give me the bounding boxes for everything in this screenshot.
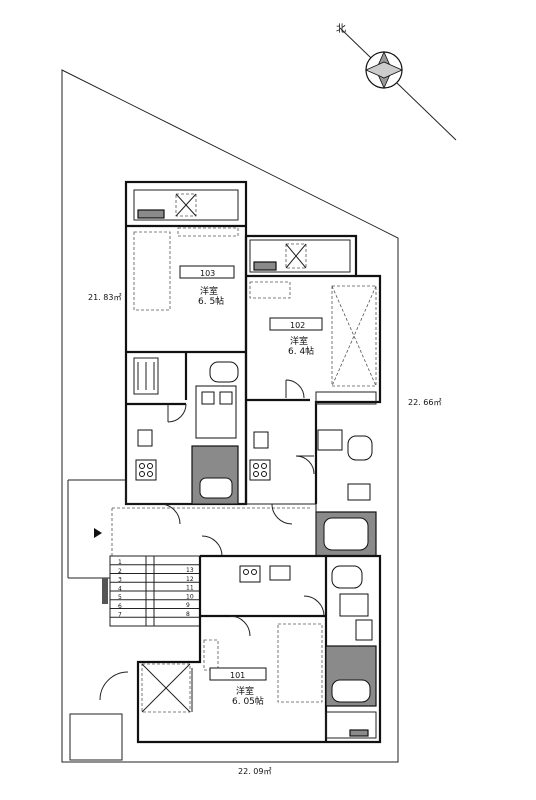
- room-103-number: 103: [200, 269, 215, 278]
- room-102-size: 6. 4帖: [288, 345, 314, 357]
- unit-102: [244, 234, 382, 557]
- site-boundary: [61, 69, 399, 763]
- room-101-labels: 101 洋室 6. 05帖: [209, 667, 267, 707]
- room-101-size: 6. 05帖: [232, 695, 264, 707]
- room-101-type: 洋室: [236, 685, 254, 697]
- unit-101: [69, 554, 382, 761]
- stair-step-number: 13: [186, 567, 194, 574]
- stair-step-number: 6: [118, 603, 122, 610]
- stair-step-number: 9: [186, 602, 190, 609]
- stair-step-number: 3: [118, 577, 122, 584]
- room-101-number: 101: [230, 671, 245, 680]
- north-label: 北: [336, 23, 346, 35]
- stair-step-number: 12: [186, 576, 194, 583]
- room-102-labels: 102 洋室 6. 4帖: [269, 317, 323, 357]
- room-103-type: 洋室: [200, 285, 218, 297]
- unit-103: [124, 180, 248, 506]
- stair-step-number: 1: [118, 559, 122, 566]
- area-bottom-label: 22. 09㎡: [238, 767, 271, 776]
- room-102-number: 102: [290, 321, 305, 330]
- area-left-label: 21. 83㎡: [88, 293, 121, 302]
- room-103-size: 6. 5帖: [198, 295, 224, 307]
- stair-step-number: 2: [118, 568, 122, 575]
- stair-step-number: 5: [118, 594, 122, 601]
- stair-step-number: 4: [118, 585, 122, 592]
- room-103-labels: 103 洋室 6. 5帖: [179, 265, 235, 307]
- north-arrow: 北: [336, 23, 457, 141]
- room-102-type: 洋室: [290, 335, 308, 347]
- stair-step-number: 8: [186, 611, 190, 618]
- stair-step-number: 7: [118, 612, 122, 619]
- area-right-label: 22. 66㎡: [408, 398, 441, 407]
- stair-step-number: 10: [186, 593, 194, 600]
- stair-step-number: 11: [186, 585, 194, 592]
